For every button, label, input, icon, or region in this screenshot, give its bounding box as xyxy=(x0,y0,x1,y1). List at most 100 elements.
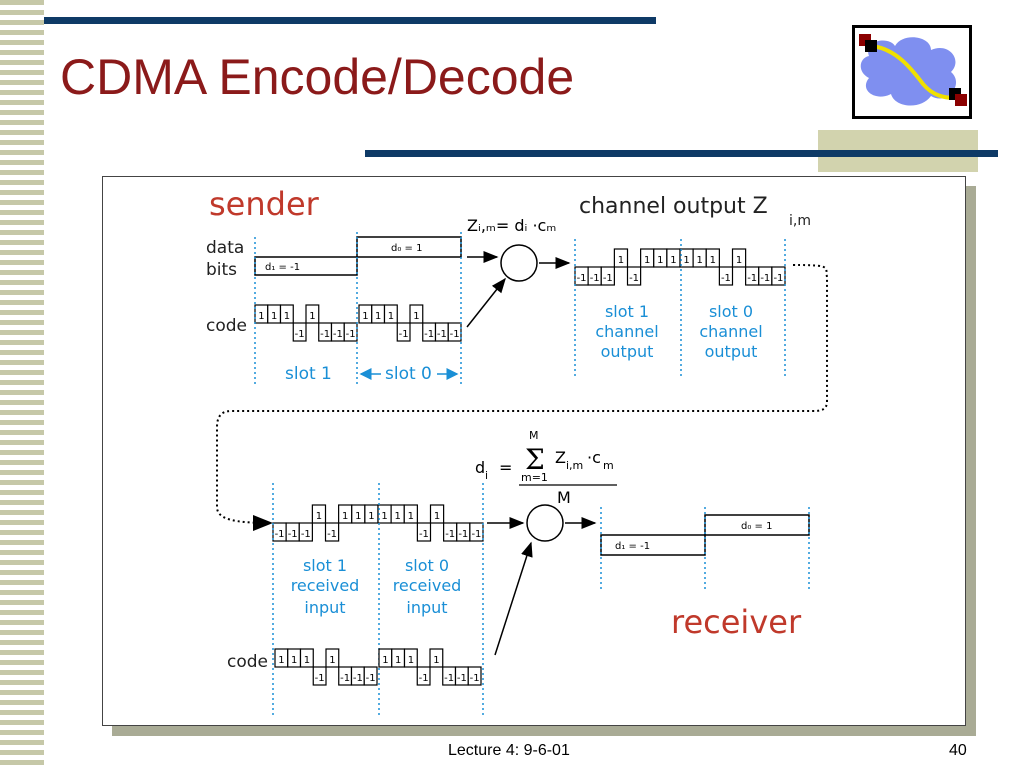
sender-code-label: code xyxy=(206,316,247,336)
sum-term-sub: i,m xyxy=(566,459,583,472)
channel-slot1-caption: slot 1 channel output xyxy=(595,302,658,361)
chip-cell xyxy=(429,504,445,524)
chip-value: -1 xyxy=(295,329,305,340)
sender-multiplier-circle xyxy=(500,244,538,282)
chip-value: -1 xyxy=(721,273,731,284)
chip-value: -1 xyxy=(288,529,298,540)
code-to-correlator-arrow xyxy=(494,541,533,656)
chip-value: -1 xyxy=(419,673,429,684)
chip-cell xyxy=(305,304,320,324)
chip-value: 1 xyxy=(657,255,663,266)
channel-slot1-line2: channel xyxy=(595,322,658,341)
title-bottom-rule xyxy=(365,150,998,157)
channel-output-heading: channel output Z xyxy=(579,194,768,219)
sender-formula: Zᵢ,ₘ= dᵢ ·cₘ xyxy=(467,216,556,235)
chip-cell xyxy=(396,322,411,342)
chip-value: 1 xyxy=(342,511,348,522)
chip-cell xyxy=(279,304,294,324)
chip-value: 1 xyxy=(683,255,689,266)
chip-cell xyxy=(403,648,418,668)
chip-cell xyxy=(403,504,418,524)
chip-value: 1 xyxy=(291,655,297,666)
chip-value: -1 xyxy=(275,529,285,540)
node-a-black xyxy=(865,40,877,52)
chip-value: 1 xyxy=(309,311,315,322)
receiver-slot0-caption: slot 0 received input xyxy=(393,556,462,617)
chip-value: 1 xyxy=(697,255,703,266)
receiver-d1-label: d₁ = -1 xyxy=(615,541,650,552)
chip-value: -1 xyxy=(346,329,356,340)
chip-value: -1 xyxy=(424,329,434,340)
receiver-slot1-line1: slot 1 xyxy=(303,556,347,575)
sum-upper-limit: M xyxy=(529,429,539,442)
chip-value: -1 xyxy=(445,529,455,540)
chip-value: -1 xyxy=(437,329,447,340)
slide-title: CDMA Encode/Decode xyxy=(60,49,575,105)
chip-value: 1 xyxy=(329,655,335,666)
chip-cell xyxy=(613,248,629,268)
chip-value: 1 xyxy=(618,255,624,266)
channel-slot1-line1: slot 1 xyxy=(605,302,649,321)
chip-value: -1 xyxy=(327,529,337,540)
receiver-slot1-line3: input xyxy=(304,598,345,617)
left-stripe-decoration xyxy=(0,0,44,768)
channel-slot0-line3: output xyxy=(705,342,758,361)
chip-value: -1 xyxy=(470,673,480,684)
receiver-code-label: code xyxy=(227,652,268,672)
chip-value: -1 xyxy=(603,273,613,284)
chip-value: -1 xyxy=(353,673,363,684)
chip-cell xyxy=(292,322,307,342)
receiver-formula-lhs: d xyxy=(475,458,485,477)
chip-value: 1 xyxy=(368,511,374,522)
chip-value: -1 xyxy=(747,273,757,284)
chip-value: 1 xyxy=(413,311,419,322)
title-top-rule xyxy=(44,17,656,24)
receiver-correlator-circle xyxy=(526,504,564,542)
chip-cell xyxy=(600,266,615,286)
cloud-icon xyxy=(859,34,967,106)
chip-value: -1 xyxy=(457,673,467,684)
chip-value: 1 xyxy=(408,511,414,522)
chip-cell xyxy=(416,666,431,686)
chip-cell xyxy=(718,266,734,286)
chip-value: 1 xyxy=(362,311,368,322)
chip-value: 1 xyxy=(258,311,264,322)
receiver-d1-box xyxy=(600,534,706,556)
chip-value: -1 xyxy=(773,273,783,284)
sender-d0-label: d₀ = 1 xyxy=(391,243,422,254)
chip-value: -1 xyxy=(366,673,376,684)
chip-value: 1 xyxy=(710,255,716,266)
receiver-slot0-line2: received xyxy=(393,576,462,595)
chip-value: 1 xyxy=(304,655,310,666)
sender-slot0-label: slot 0 xyxy=(385,364,432,384)
chip-cell xyxy=(705,248,720,268)
channel-output-heading-sub: i,m xyxy=(789,213,811,229)
receiver-d0-box xyxy=(704,514,810,536)
chip-value: -1 xyxy=(760,273,770,284)
chip-cell xyxy=(324,522,340,542)
footer-lecture-label: Lecture 4: 9-6-01 xyxy=(448,742,570,759)
chip-value: 1 xyxy=(408,655,414,666)
receiver-slot0-line1: slot 0 xyxy=(405,556,449,575)
chip-value: -1 xyxy=(458,529,468,540)
code-to-multiplier-arrow xyxy=(466,277,506,328)
chip-cell xyxy=(731,248,747,268)
receiver-d0-label: d₀ = 1 xyxy=(741,521,772,532)
chip-value: -1 xyxy=(590,273,600,284)
chip-value: -1 xyxy=(340,673,350,684)
chip-cell xyxy=(363,666,378,686)
channel-slot0-caption: slot 0 channel output xyxy=(699,302,762,361)
receiver-slot0-line3: input xyxy=(406,598,447,617)
sender-d1-box xyxy=(254,256,358,276)
chip-cell xyxy=(312,666,327,686)
chip-value: -1 xyxy=(301,529,311,540)
chip-value: -1 xyxy=(333,329,343,340)
chip-value: 1 xyxy=(381,511,387,522)
channel-slot1-line3: output xyxy=(601,342,654,361)
page-number: 40 xyxy=(949,742,967,759)
node-b-red xyxy=(955,94,967,106)
sender-d1-label: d₁ = -1 xyxy=(265,262,300,273)
channel-slot0-line2: channel xyxy=(699,322,762,341)
